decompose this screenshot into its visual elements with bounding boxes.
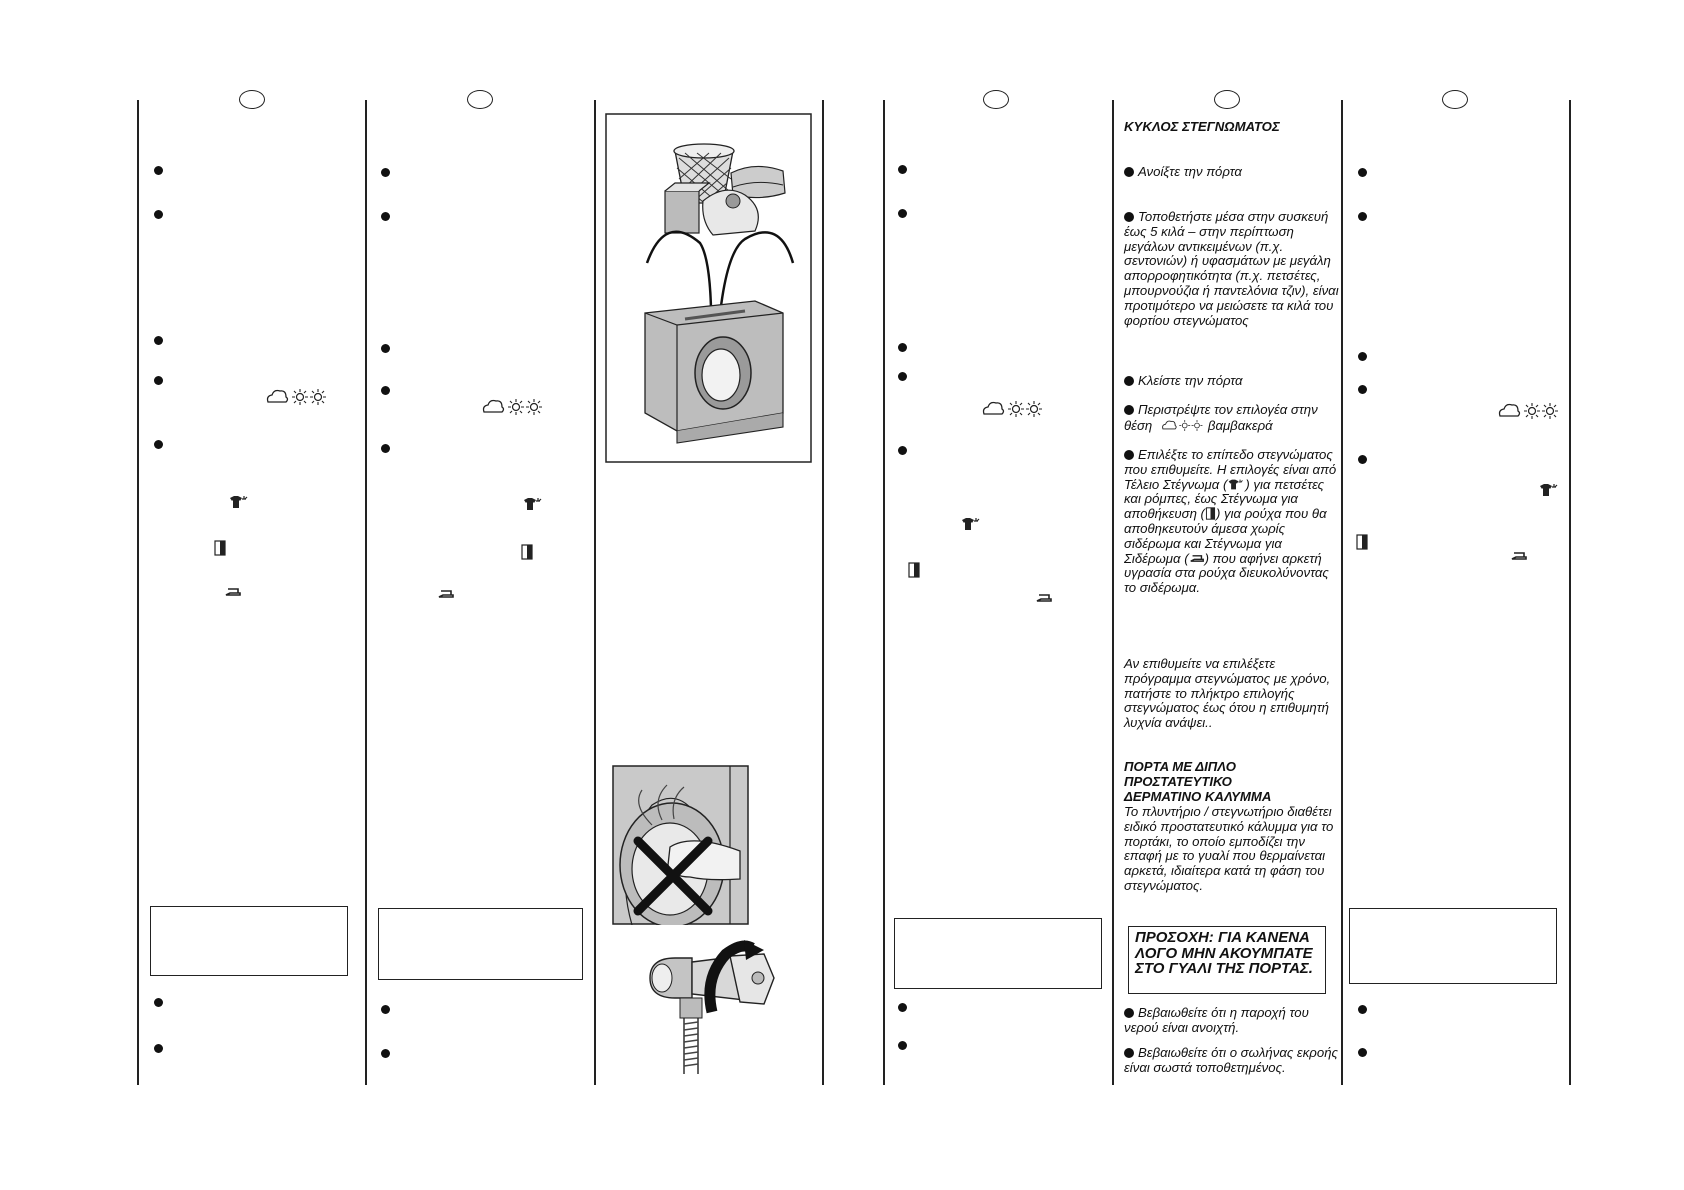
close-door-step: Κλείστε την πόρτα <box>1124 373 1340 389</box>
bullet <box>898 372 907 381</box>
bullet <box>381 344 390 353</box>
drying-cycle-title: ΚΥΚΛΟΣ ΣΤΕΓΝΩΜΑΤΟΣ <box>1124 119 1280 134</box>
extra-dry-icon <box>524 498 542 510</box>
selector-cotton-text: βαμβακερά <box>1207 417 1273 433</box>
column-divider <box>883 100 885 1085</box>
load-text: Τοποθετήστε μέσα στην συσκευή έως 5 κιλά… <box>1124 209 1339 328</box>
bullet <box>1124 167 1134 177</box>
column-divider <box>137 100 139 1085</box>
bullet <box>1358 1048 1367 1057</box>
cupboard-dry-icon <box>214 540 226 556</box>
check-water-step: Βεβαιωθείτε ότι η παροχή του νερού είναι… <box>1124 1005 1340 1036</box>
bullet <box>154 998 163 1007</box>
load-step: Τοποθετήστε μέσα στην συσκευή έως 5 κιλά… <box>1124 209 1340 328</box>
bullet <box>381 444 390 453</box>
bullet <box>154 336 163 345</box>
cupboard-dry-icon <box>521 544 533 560</box>
bullet <box>898 1003 907 1012</box>
bullet <box>154 376 163 385</box>
language-marker <box>239 90 265 109</box>
iron-dry-icon <box>225 588 241 596</box>
level-step: Επιλέξτε το επίπεδο στεγνώματος που επιθ… <box>1124 447 1340 596</box>
warning-frame <box>378 908 583 980</box>
column-divider <box>365 100 367 1085</box>
column-divider <box>822 100 824 1085</box>
bullet <box>1124 212 1134 222</box>
extra-dry-icon <box>962 518 980 530</box>
language-marker <box>983 90 1009 109</box>
bullet <box>1124 405 1134 415</box>
level-text-3: ) για ρούχα που θα αποθηκευτούν άμεσα χω… <box>1124 506 1327 566</box>
level-text-2: ) για πετσέτες και ρόμπες, έως Στέγνωμα … <box>1124 476 1325 522</box>
open-door-step: Ανοίξτε την πόρτα <box>1124 164 1340 180</box>
iron-dry-icon <box>1190 554 1204 562</box>
cotton-dry-icon <box>982 401 1042 417</box>
water-tap-illustration <box>649 940 775 1074</box>
iron-dry-icon <box>1511 552 1527 560</box>
bullet <box>381 1005 390 1014</box>
check-water-text: Βεβαιωθείτε ότι η παροχή του νερού είναι… <box>1124 1005 1309 1035</box>
bullet <box>898 209 907 218</box>
cotton-dry-icon <box>266 389 326 405</box>
bullet <box>1124 450 1134 460</box>
extra-dry-icon <box>1540 484 1558 496</box>
door-cover-text: Το πλυντήριο / στεγνωτήριο διαθέτει ειδι… <box>1124 804 1334 893</box>
close-door-text: Κλείστε την πόρτα <box>1138 373 1243 388</box>
language-marker <box>1442 90 1468 109</box>
bullet <box>1358 352 1367 361</box>
check-drain-step: Βεβαιωθείτε ότι ο σωλήνας εκροής είναι σ… <box>1124 1045 1340 1076</box>
warning-frame <box>150 906 348 976</box>
selector-step: Περιστρέψτε τον επιλογέα στην θέση βαμβα… <box>1124 402 1340 434</box>
bullet <box>1358 168 1367 177</box>
column-divider <box>1341 100 1343 1085</box>
column-divider <box>594 100 596 1085</box>
check-drain-text: Βεβαιωθείτε ότι ο σωλήνας εκροής είναι σ… <box>1124 1045 1338 1075</box>
timed-drying-text: Αν επιθυμείτε να επιλέξετε πρόγραμμα στε… <box>1124 656 1331 731</box>
bullet <box>1124 1008 1134 1018</box>
cotton-dry-icon <box>1162 419 1203 431</box>
bullet <box>381 1049 390 1058</box>
warning-frame <box>1349 908 1557 984</box>
cotton-dry-icon <box>482 399 542 415</box>
bullet <box>1358 212 1367 221</box>
bullet <box>898 446 907 455</box>
cotton-dry-icon <box>1498 403 1558 419</box>
bullet <box>154 210 163 219</box>
bullet <box>1358 455 1367 464</box>
column-divider <box>1569 100 1571 1085</box>
bullet <box>381 212 390 221</box>
bullet <box>898 1041 907 1050</box>
cupboard-dry-icon <box>1205 507 1216 520</box>
cupboard-dry-icon <box>1356 534 1368 550</box>
bullet <box>1124 376 1134 386</box>
warning-frame <box>894 918 1102 989</box>
bullet <box>1124 1048 1134 1058</box>
level-text-4: ) που αφήνει αρκετή υγρασία στα ρούχα δι… <box>1124 550 1329 596</box>
bullet <box>154 1044 163 1053</box>
bullet <box>898 343 907 352</box>
selector-text: Περιστρέψτε τον επιλογέα στην θέση <box>1124 402 1318 433</box>
iron-dry-icon <box>438 590 454 598</box>
open-door-text: Ανοίξτε την πόρτα <box>1138 164 1242 179</box>
bullet <box>381 386 390 395</box>
extra-dry-icon <box>230 496 248 508</box>
language-marker <box>1214 90 1240 109</box>
bullet <box>381 168 390 177</box>
warning-box: ΠΡΟΣΟΧΗ: ΓΙΑ ΚΑΝΕΝΑ ΛΟΓΟ ΜΗΝ ΑΚΟΥΜΠΑΤΕ Σ… <box>1128 926 1326 994</box>
level-text-1: Επιλέξτε το επίπεδο στεγνώματος που επιθ… <box>1124 447 1337 492</box>
do-not-touch-glass-illustration <box>612 765 749 925</box>
bullet <box>898 165 907 174</box>
extra-dry-icon <box>1229 479 1244 489</box>
column-divider <box>1112 100 1114 1085</box>
bullet <box>1358 385 1367 394</box>
laundry-loading-illustration <box>605 113 812 463</box>
bullet <box>1358 1005 1367 1014</box>
bullet <box>154 440 163 449</box>
bullet <box>154 166 163 175</box>
language-marker <box>467 90 493 109</box>
cupboard-dry-icon <box>908 562 920 578</box>
iron-dry-icon <box>1036 594 1052 602</box>
door-cover-title: ΠΟΡΤΑ ΜΕ ΔΙΠΛΟ ΠΡΟΣΤΑΤΕΥΤΙΚΟ ΔΕΡΜΑΤΙΝΟ Κ… <box>1124 759 1272 804</box>
